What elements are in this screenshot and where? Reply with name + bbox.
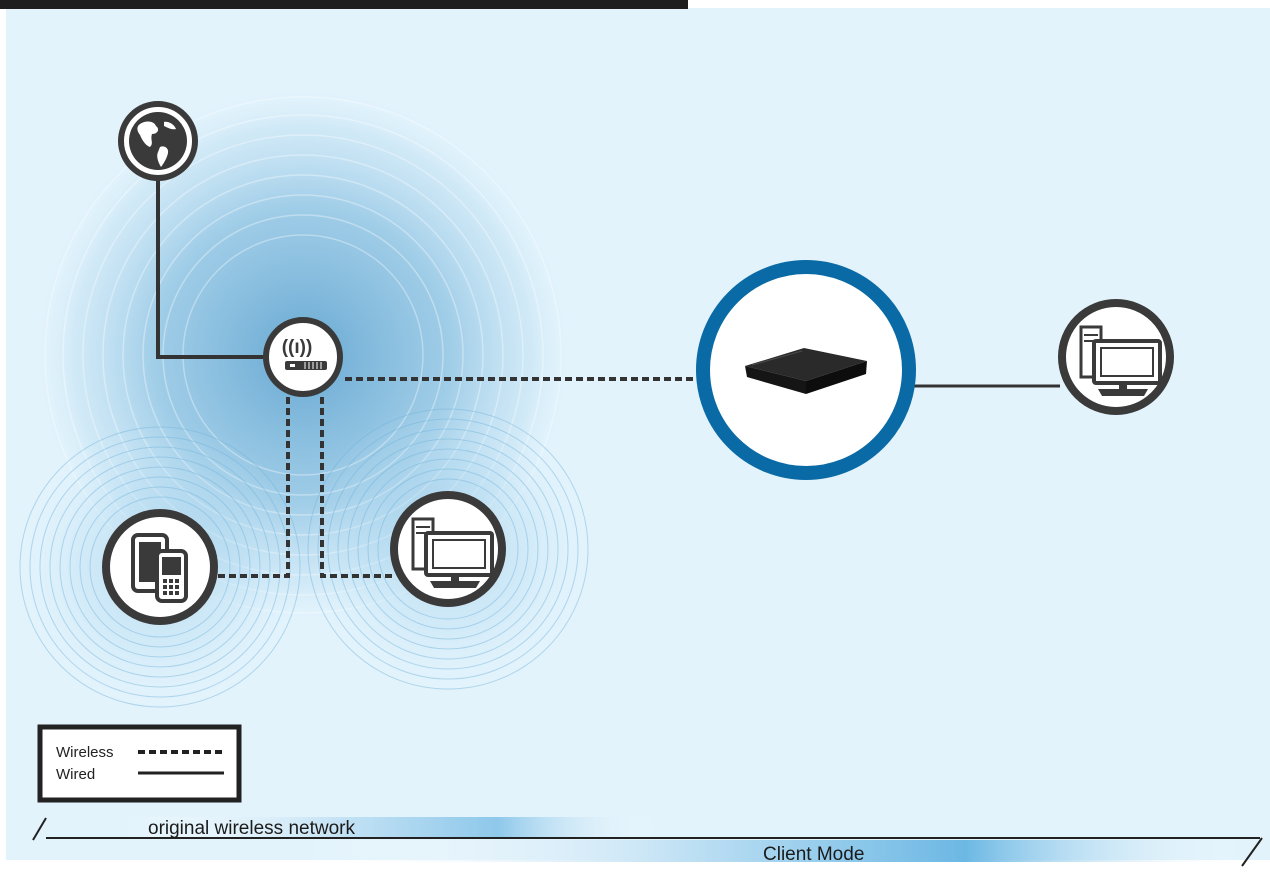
header-bar — [0, 0, 688, 9]
legend: Wireless Wired — [40, 727, 239, 800]
original-network-label: original wireless network — [148, 818, 355, 839]
globe-icon — [129, 112, 187, 170]
internet-node — [121, 104, 195, 178]
client-bridge-node — [703, 267, 909, 473]
wireless-desktop-node — [394, 495, 502, 603]
svg-text:((ı)): ((ı)) — [282, 337, 313, 358]
legend-wireless-label: Wireless — [56, 744, 114, 761]
router-node: ((ı)) — [266, 320, 340, 394]
mode-label: Client Mode — [763, 844, 864, 865]
wired-desktop-node — [1062, 303, 1170, 411]
legend-wired-label: Wired — [56, 766, 95, 783]
mobile-devices-node — [106, 513, 214, 621]
